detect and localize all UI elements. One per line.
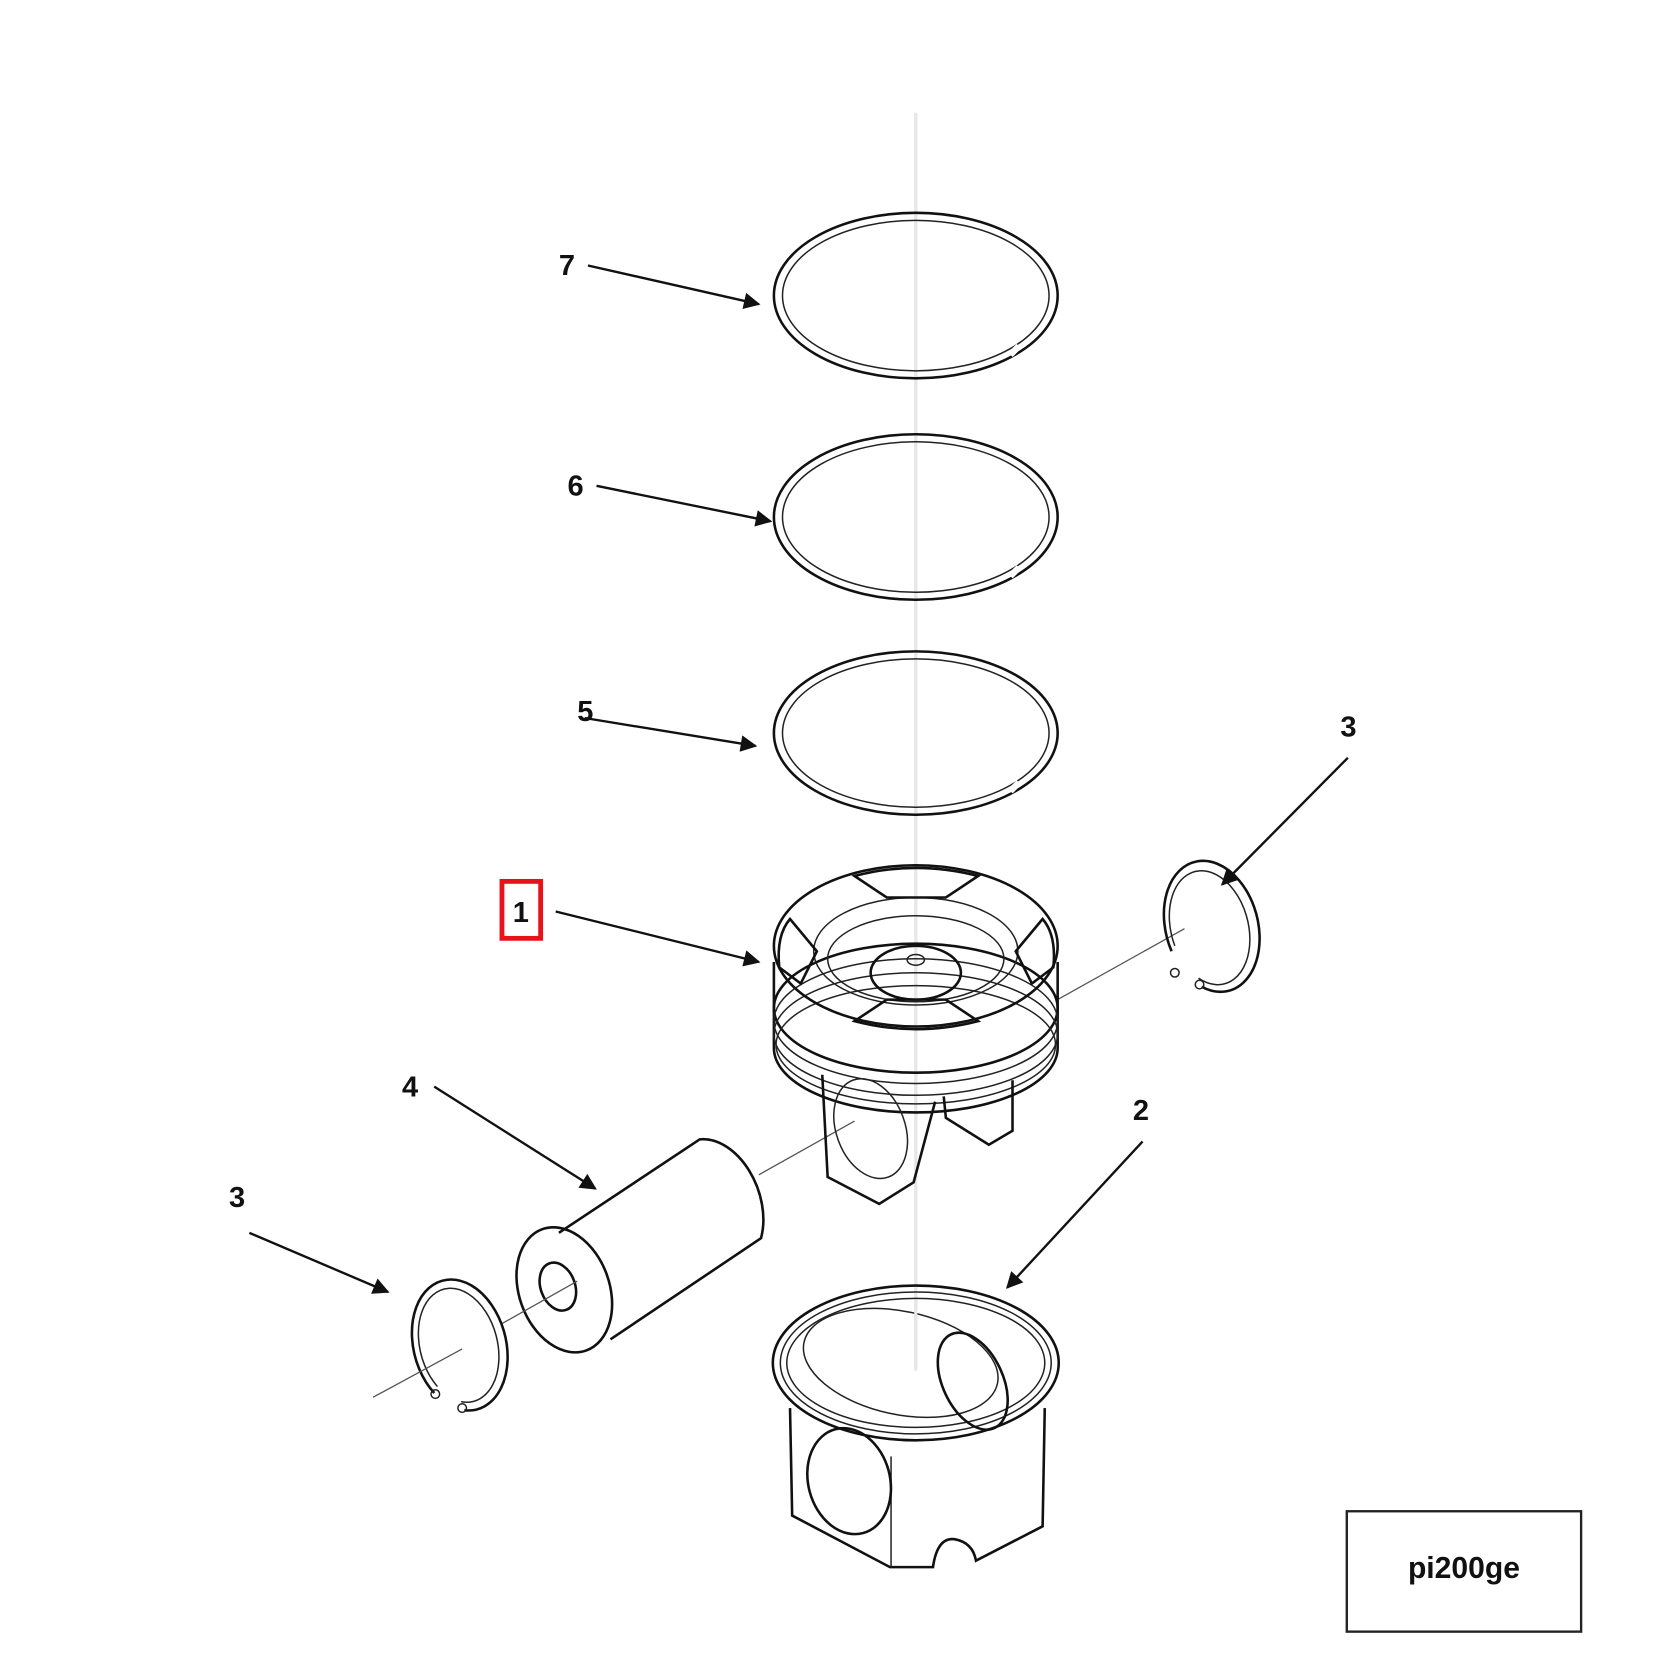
svg-text:5: 5 <box>577 696 593 728</box>
svg-text:2: 2 <box>1133 1095 1149 1127</box>
callout-1[interactable]: 1 <box>499 878 761 967</box>
callout-3-right[interactable]: 3 <box>1220 711 1356 886</box>
callout-1-highlight <box>499 878 544 941</box>
svg-text:3: 3 <box>229 1182 245 1214</box>
svg-text:7: 7 <box>559 250 575 282</box>
callout-2[interactable]: 2 <box>1006 1095 1149 1289</box>
svg-text:4: 4 <box>402 1071 418 1103</box>
callout-6[interactable]: 6 <box>568 471 773 527</box>
piston-skirt[interactable] <box>771 1284 1061 1569</box>
svg-text:1: 1 <box>513 897 529 929</box>
ring-5[interactable] <box>772 650 1059 817</box>
callout-4[interactable]: 4 <box>402 1071 597 1190</box>
callout-5[interactable]: 5 <box>577 696 758 752</box>
reference-code-box: pi200ge <box>1345 1510 1583 1633</box>
svg-text:6: 6 <box>568 471 584 503</box>
reference-code: pi200ge <box>1408 1552 1520 1585</box>
retaining-ring-left[interactable] <box>372 1278 509 1414</box>
piston-pin[interactable] <box>500 1137 765 1366</box>
svg-text:3: 3 <box>1340 711 1356 743</box>
ring-7[interactable] <box>772 211 1059 380</box>
callout-3-left[interactable]: 3 <box>229 1182 390 1294</box>
piston-crown[interactable] <box>758 863 1185 1206</box>
ring-6[interactable] <box>772 432 1059 602</box>
callout-7[interactable]: 7 <box>559 250 761 309</box>
retaining-ring-right[interactable] <box>1162 859 1261 994</box>
